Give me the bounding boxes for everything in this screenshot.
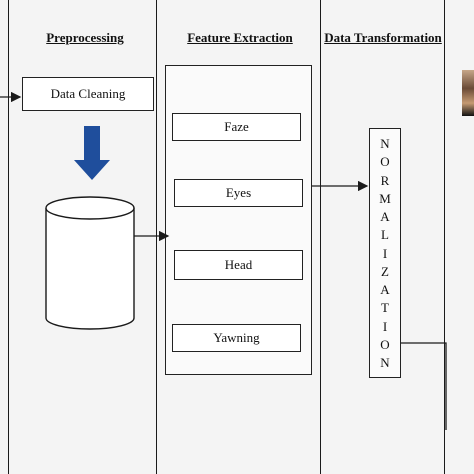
normalization-letter: L — [381, 227, 389, 243]
normalization-letter: R — [380, 172, 390, 188]
photo-fragment — [462, 70, 474, 116]
database-label: Conversion to DB — [44, 260, 134, 292]
feature-box-eyes: Eyes — [174, 179, 303, 207]
feature-box-yawning: Yawning — [172, 324, 301, 352]
normalization-letter: O — [380, 336, 390, 352]
lane-divider-left — [8, 0, 9, 474]
normalization-letter: A — [380, 282, 390, 297]
normalization-letter: N — [380, 355, 390, 370]
lane-divider-feature-transformation — [320, 0, 321, 474]
normalization-letter: T — [381, 300, 389, 316]
normalization-letter: O — [380, 154, 390, 170]
normalization-letter: Z — [381, 263, 389, 279]
data-cleaning-box: Data Cleaning — [22, 77, 154, 111]
down-arrow-icon — [74, 126, 110, 180]
normalization-letter: M — [379, 190, 391, 206]
database-label-line2: DB — [80, 277, 98, 291]
lane-header-data-transformation: Data Transformation — [324, 30, 442, 45]
lane-divider-right — [444, 0, 445, 474]
normalization-letter: I — [382, 318, 388, 334]
normalization-letter: N — [380, 136, 390, 151]
normalization-letter: A — [380, 209, 390, 224]
database-label-line1: Conversion to — [51, 261, 127, 275]
arrow-normalization-out — [401, 342, 447, 430]
normalization-letter: I — [382, 245, 388, 261]
lane-divider-preprocessing-feature — [156, 0, 157, 474]
lane-header-preprocessing: Preprocessing — [46, 30, 124, 45]
lane-header-feature-extraction: Feature Extraction — [187, 30, 293, 45]
feature-box-head: Head — [174, 250, 303, 280]
feature-box-faze: Faze — [172, 113, 301, 141]
